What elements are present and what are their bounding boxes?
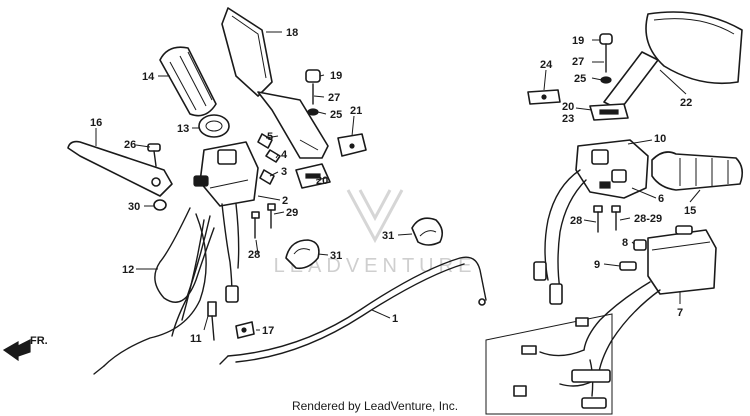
callout-9: 9 (594, 259, 600, 271)
callout-31-right: 31 (382, 230, 394, 242)
cable-clip-part[interactable] (235, 321, 255, 339)
left-screws[interactable] (251, 203, 276, 239)
callout-14: 14 (142, 71, 155, 83)
clutch-cable-part[interactable] (93, 207, 215, 375)
callout-6: 6 (658, 193, 664, 205)
callout-15: 15 (684, 205, 696, 217)
center-clamp-part[interactable] (411, 217, 444, 246)
front-marker-label: FR. (30, 335, 48, 347)
callout-23: 23 (562, 113, 574, 125)
right-mirror-part[interactable] (603, 11, 743, 111)
callout-16: 16 (90, 117, 102, 129)
right-bracket-part[interactable] (527, 89, 561, 105)
callout-28-left: 28 (248, 249, 260, 261)
callout-28-29-right: 28-29 (634, 213, 662, 225)
left-clamp-part[interactable] (285, 239, 320, 270)
callout-13: 13 (177, 123, 189, 135)
leader-lines (95, 31, 701, 331)
callout-2: 2 (282, 195, 288, 207)
right-switch-plate-part[interactable] (589, 103, 629, 121)
footer-credit: Rendered by LeadVenture, Inc. (291, 399, 459, 413)
left-switch-housing-part[interactable] (193, 141, 259, 207)
callout-17: 17 (262, 325, 274, 337)
lever-bolt-part[interactable] (147, 143, 161, 167)
right-screws[interactable] (593, 205, 621, 233)
callout-12: 12 (122, 264, 134, 276)
callout-19-left: 19 (330, 70, 342, 82)
callout-4: 4 (281, 149, 288, 161)
left-mirror-part[interactable] (221, 7, 329, 159)
callout-27-left: 27 (328, 92, 340, 104)
relay-small-parts[interactable] (619, 239, 647, 271)
callout-20-right: 20 (562, 101, 574, 113)
callout-19-right: 19 (572, 35, 584, 47)
front-direction-arrow: FR. (2, 335, 48, 362)
callout-3: 3 (281, 166, 287, 178)
left-switch-harness[interactable] (171, 203, 240, 341)
harness-detail-box (485, 313, 613, 415)
throttle-cable-part[interactable] (219, 256, 487, 365)
main-harness-wires[interactable] (513, 281, 661, 409)
callout-18: 18 (286, 27, 298, 39)
switch-clip-parts[interactable] (257, 133, 281, 185)
watermark-text: LEADVENTURE (274, 255, 477, 277)
relay-unit-part[interactable] (647, 225, 717, 295)
callout-21: 21 (350, 105, 362, 117)
callout-25-left: 25 (330, 109, 342, 121)
leadventure-watermark: LEADVENTURE (274, 189, 477, 277)
callout-11: 11 (190, 333, 202, 345)
callout-27-right: 27 (572, 56, 584, 68)
callout-1: 1 (392, 313, 398, 325)
callout-26: 26 (124, 139, 136, 151)
callout-30: 30 (128, 201, 140, 213)
callout-31-left: 31 (330, 250, 342, 262)
callout-24: 24 (540, 59, 553, 71)
left-grip-part[interactable] (159, 46, 230, 138)
right-grip-part[interactable] (651, 151, 744, 191)
callout-28-right: 28 (570, 215, 582, 227)
right-mirror-bolt-stack[interactable] (599, 33, 613, 84)
callout-10: 10 (654, 133, 666, 145)
mirror-bracket-part[interactable] (337, 133, 367, 157)
clutch-lever-part[interactable] (67, 140, 173, 197)
mirror-bolt-stack[interactable] (305, 69, 321, 116)
callout-22: 22 (680, 97, 692, 109)
callout-5: 5 (267, 131, 273, 143)
callout-7: 7 (677, 307, 683, 319)
right-switch-housing-part[interactable] (575, 139, 649, 199)
callout-20-left: 20 (316, 175, 328, 187)
callout-numbers: 1 2 3 4 5 6 7 8 9 10 11 12 13 14 15 16 1… (90, 27, 696, 345)
lever-nut-part[interactable] (153, 199, 167, 211)
callout-29-left: 29 (286, 207, 298, 219)
callout-8: 8 (622, 237, 628, 249)
switch-plate-part[interactable] (295, 163, 331, 189)
callout-25-right: 25 (574, 73, 586, 85)
right-switch-harness[interactable] (533, 169, 587, 305)
